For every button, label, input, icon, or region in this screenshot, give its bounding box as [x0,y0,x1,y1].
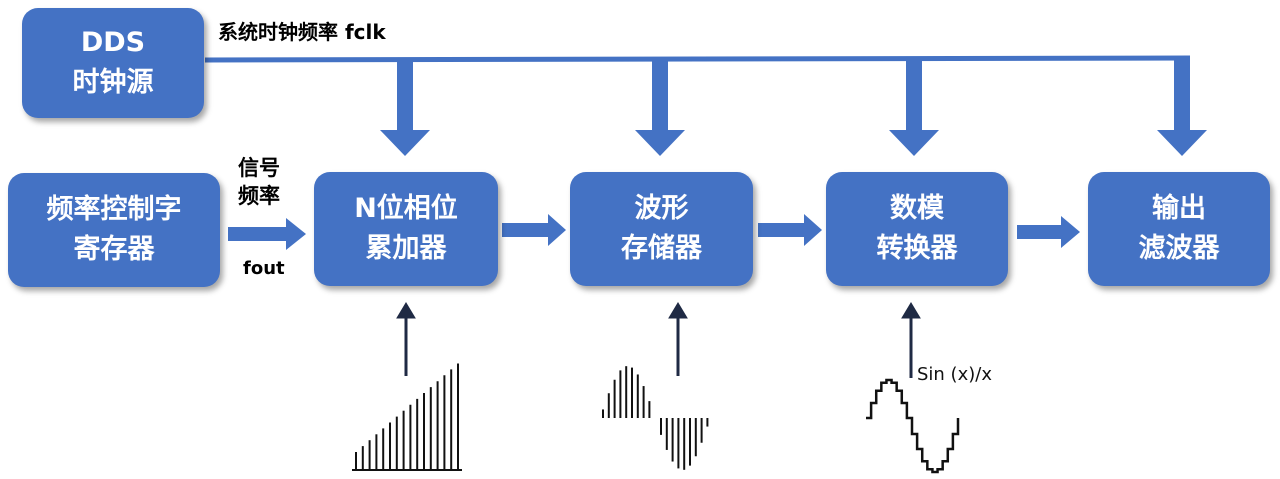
freq-register-line2: 寄存器 [73,234,155,265]
memory-line1: 波形 [634,193,689,224]
signal-frequency-label-line2: 频率 [238,184,280,208]
sampled-sine-waveform-icon [602,366,709,470]
clock-arrow-dac [889,60,939,156]
fout-label: fout [243,258,285,279]
clock-bus-line [204,55,1191,63]
filter-line1: 输出 [1152,193,1206,224]
dds-source-line2: 时钟源 [72,67,154,98]
clock-arrow-filter [1157,58,1207,156]
memory-line2: 存储器 [621,233,702,264]
accumulator-line1: N位相位 [354,193,458,224]
flow-arrow-memory-to-dac [758,214,822,246]
accumulator-line2: 累加器 [365,233,447,264]
flow-arrow-dac-to-filter [1017,216,1080,248]
freq-control-register-block: 频率控制字 寄存器 [8,173,220,287]
output-filter-block: 输出 滤波器 [1088,172,1270,286]
up-arrow-ramp [396,302,416,376]
waveform-memory-block: 波形 存储器 [570,172,753,286]
dds-source-line1: DDS [80,27,146,58]
freq-register-line1: 频率控制字 [46,194,182,225]
signal-frequency-label-line1: 信号 [238,156,280,180]
system-clock-label: 系统时钟频率 fclk [218,20,386,44]
up-arrow-stepped-sine [901,302,921,378]
dac-line1: 数模 [890,193,944,224]
phase-accumulator-block: N位相位 累加器 [314,172,498,286]
flow-arrow-register-to-accumulator [228,218,306,250]
clock-arrow-accumulator [380,60,430,156]
sinc-label: Sin (x)/x [917,364,992,385]
stepped-sine-waveform-icon [866,378,960,474]
ramp-waveform-icon [352,363,462,471]
up-arrow-sampled-sine [668,302,688,376]
clock-arrow-memory [635,60,685,156]
dac-line2: 转换器 [876,233,958,264]
flow-arrow-accumulator-to-memory [502,214,566,246]
filter-line2: 滤波器 [1138,233,1220,264]
dac-block: 数模 转换器 [826,172,1008,286]
dds-clock-source-block: DDS 时钟源 [22,8,204,118]
